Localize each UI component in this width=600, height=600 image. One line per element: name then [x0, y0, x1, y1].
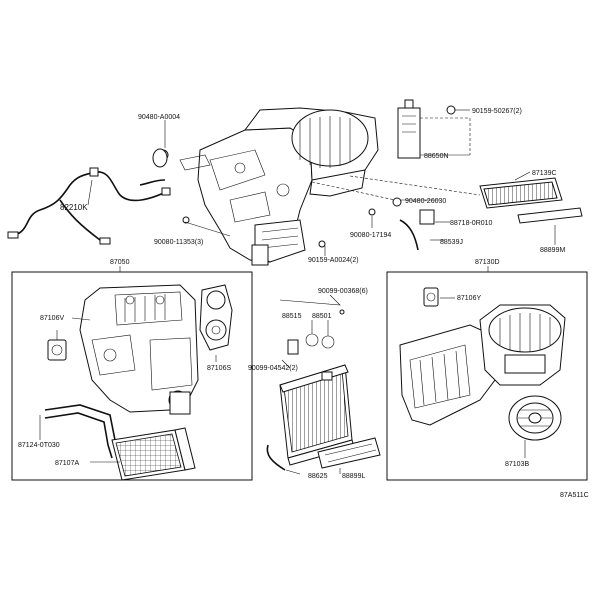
label-87106v: 87106V	[40, 315, 64, 322]
label-88650n: 88650N	[424, 153, 449, 160]
heater-core-87107a	[44, 404, 196, 481]
drawing-reference-code: 87A511C	[560, 492, 589, 499]
label-90159-a0024: 90159-A0024(2)	[308, 257, 359, 264]
label-87130d: 87130D	[475, 259, 500, 266]
blower-motor-87103b	[508, 395, 562, 441]
label-88501: 88501	[312, 313, 332, 320]
label-90159-50267: 90159-50267(2)	[472, 108, 522, 115]
top-small-parts	[182, 99, 583, 251]
label-87106y: 87106Y	[457, 295, 481, 302]
label-88625: 88625	[308, 473, 328, 480]
right-leader-lines	[440, 297, 526, 458]
label-87124-0t030: 87124-0T030	[18, 442, 60, 449]
label-88718-0r010: 88718-0R010	[450, 220, 493, 227]
label-90099-00368: 90099-00368(6)	[318, 288, 368, 295]
label-87139c: 87139C	[532, 170, 557, 177]
top-leader-lines	[87, 109, 556, 256]
label-88899m: 88899M	[540, 247, 565, 254]
label-88539j: 88539J	[440, 239, 463, 246]
label-82210k: 82210K	[60, 203, 88, 212]
label-90480-26030: 90480-26030	[405, 198, 446, 205]
label-88899l: 88899L	[342, 473, 365, 480]
label-90480-a0004: 90480-A0004	[138, 114, 180, 121]
blower-87106s	[199, 284, 233, 351]
servo-87106y	[423, 287, 439, 307]
wire-harness-82210k	[7, 167, 171, 245]
label-90080-17194: 90080-17194	[350, 232, 391, 239]
label-90080-11353: 90080-11353(3)	[154, 239, 203, 246]
group-box-87050	[11, 271, 253, 481]
label-87103b: 87103B	[505, 461, 529, 468]
left-hvac-case	[79, 284, 199, 415]
label-88515: 88515	[282, 313, 302, 320]
label-90099-04542: 90099-04542(2)	[248, 365, 298, 372]
servo-87106v	[47, 339, 67, 361]
right-hvac-case	[399, 304, 566, 426]
evaporator-assembly	[266, 294, 381, 475]
part-labels: 90480-A0004 82210K 90080-11353(3) 90159-…	[18, 108, 589, 499]
label-87107a: 87107A	[55, 460, 79, 467]
left-leader-lines	[39, 317, 217, 463]
label-87106s: 87106S	[207, 365, 231, 372]
label-87050: 87050	[110, 259, 130, 266]
group-box-87130d	[386, 271, 588, 481]
top-hvac-unit	[152, 107, 379, 266]
